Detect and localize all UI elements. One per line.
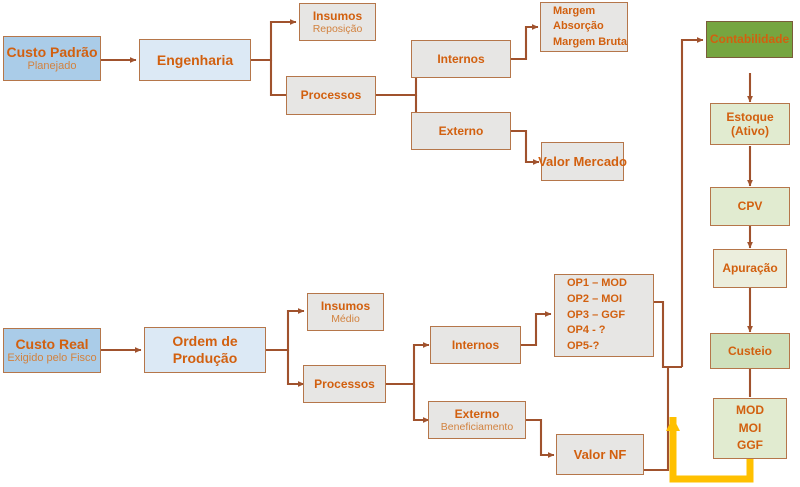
node-title: Custeio <box>727 343 772 358</box>
node-subtitle: Reposição <box>312 22 363 35</box>
node-title: Custo Real <box>15 335 89 352</box>
node-line-1: Estoque <box>726 109 774 124</box>
node-line-2: Absorção <box>553 20 604 33</box>
node-valor-nf[interactable]: Valor NF <box>556 434 644 475</box>
node-line-3: Margem Bruta <box>553 35 627 48</box>
node-valor-mercado[interactable]: Valor Mercado <box>538 142 627 181</box>
node-apuracao[interactable]: Apuração <box>713 249 787 288</box>
wire-trunk-contabilidade <box>680 37 704 367</box>
node-title: Externo <box>438 123 484 138</box>
node-title: Externo <box>454 406 500 421</box>
wire-ordem-processos <box>286 350 305 387</box>
wire-ordem-insumos <box>266 308 305 352</box>
wire-externo-valormercado <box>511 129 540 165</box>
node-title: Insumos <box>320 298 371 313</box>
wire-processos-externo-bot <box>412 384 430 423</box>
node-title: Processos <box>300 88 362 103</box>
node-title: Insumos <box>312 8 363 23</box>
node-line-3: GGF <box>737 438 763 453</box>
node-contabilidade[interactable]: Contabilidade <box>706 21 793 58</box>
node-line-2: MOI <box>738 420 762 435</box>
node-subtitle: Beneficiamento <box>440 420 514 433</box>
wire-internos-margem <box>511 24 539 61</box>
node-line-1: Ordem de <box>172 333 238 350</box>
wire-engenharia-insumos <box>251 19 297 62</box>
node-custo-padrao[interactable]: Custo Padrão Planejado <box>3 36 101 81</box>
node-line-2: Produção <box>172 350 238 366</box>
wire-oplist-trunk <box>654 300 682 369</box>
node-line-1: OP1 – MOD <box>567 277 627 290</box>
wire-externo-valornf <box>526 418 555 458</box>
node-custo-real[interactable]: Custo Real Exigido pelo Fisco <box>3 328 101 373</box>
node-title: Custo Padrão <box>6 43 98 60</box>
wire-internos-oplist <box>521 311 552 347</box>
node-title: Engenharia <box>156 51 234 68</box>
node-line-1: Margem <box>553 4 596 17</box>
node-ordem-producao[interactable]: Ordem de Produção <box>144 327 266 373</box>
node-internos-top[interactable]: Internos <box>411 40 511 78</box>
node-processos-bottom[interactable]: Processos <box>303 365 386 403</box>
node-title: CPV <box>737 199 763 214</box>
node-externo-top[interactable]: Externo <box>411 112 511 150</box>
node-margem[interactable]: Margem Absorção Margem Bruta <box>540 2 628 52</box>
node-insumos-top[interactable]: Insumos Reposição <box>299 3 376 41</box>
node-subtitle: Planejado <box>27 60 77 73</box>
node-externo-bottom[interactable]: Externo Beneficiamento <box>428 401 526 439</box>
node-line-2: OP2 – MOI <box>567 293 623 306</box>
node-line-4: OP4 - ? <box>567 324 606 337</box>
node-title: Contabilidade <box>709 32 790 47</box>
node-custeio[interactable]: Custeio <box>710 333 790 369</box>
node-processos-top[interactable]: Processos <box>286 76 376 115</box>
node-title: Apuração <box>722 261 778 276</box>
node-engenharia[interactable]: Engenharia <box>139 39 251 81</box>
node-estoque[interactable]: Estoque (Ativo) <box>710 103 790 145</box>
node-title: Internos <box>451 337 500 352</box>
node-mod-moi-ggf[interactable]: MOD MOI GGF <box>713 398 787 459</box>
node-cpv[interactable]: CPV <box>710 187 790 226</box>
node-title: Valor Mercado <box>538 153 627 169</box>
node-insumos-bottom[interactable]: Insumos Médio <box>307 293 384 331</box>
node-internos-bottom[interactable]: Internos <box>430 326 521 364</box>
node-line-3: OP3 – GGF <box>567 308 626 321</box>
node-title: Valor NF <box>573 446 627 462</box>
wire-valornf-trunk <box>644 367 670 472</box>
node-line-1: MOD <box>736 403 764 418</box>
connectors-trunk <box>644 37 704 472</box>
node-title: Processos <box>314 376 375 391</box>
node-title: Internos <box>437 51 485 66</box>
node-subtitle: Exigido pelo Fisco <box>7 352 97 365</box>
wire-processos-internos-bot <box>386 342 430 386</box>
node-op-list[interactable]: OP1 – MOD OP2 – MOI OP3 – GGF OP4 - ? OP… <box>554 274 654 357</box>
node-line-2: (Ativo) <box>731 124 769 138</box>
node-line-5: OP5-? <box>567 339 600 352</box>
node-subtitle: Médio <box>331 312 360 325</box>
